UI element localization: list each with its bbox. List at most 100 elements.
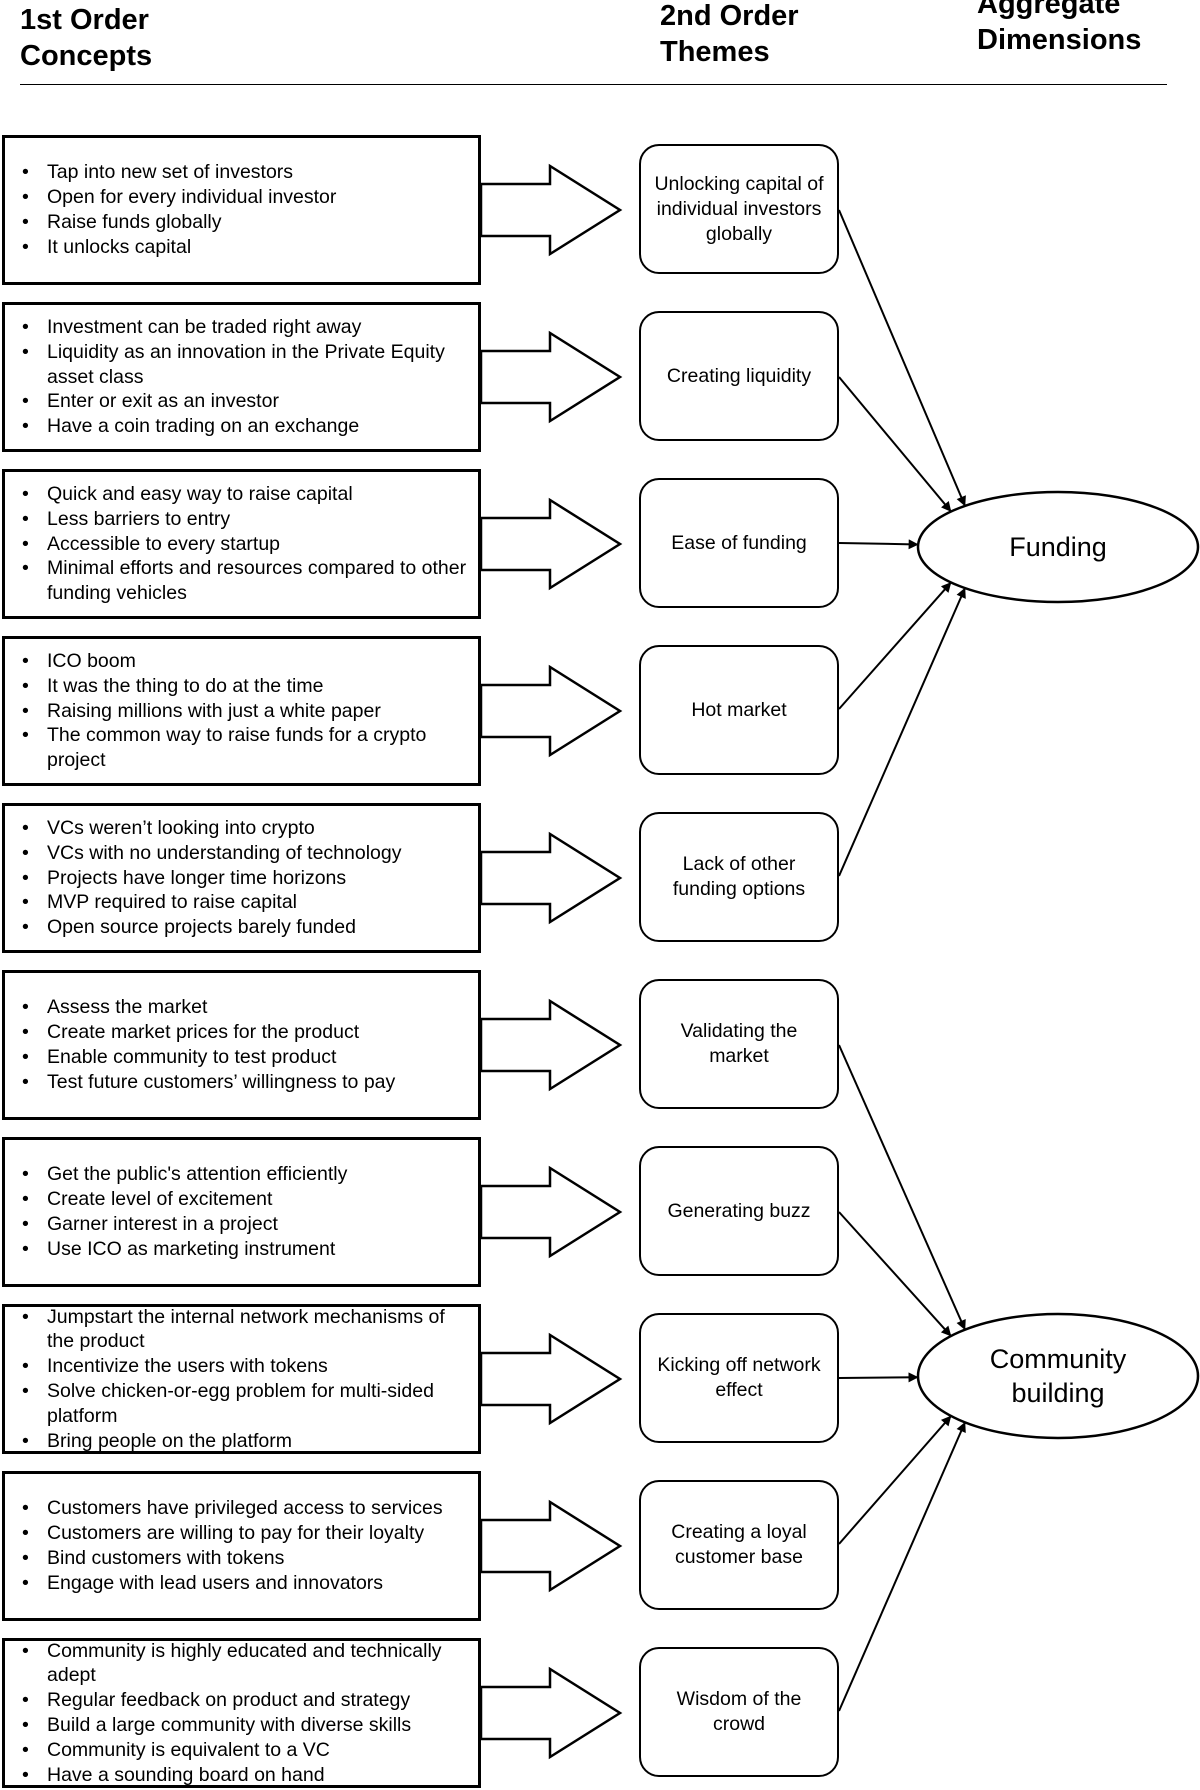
concept-item: Quick and easy way to raise capital [22,482,474,507]
concept-item: Create market prices for the product [22,1020,474,1045]
theme-box-validating-the-market: Validating the market [639,979,839,1109]
theme-box-creating-liquidity: Creating liquidity [639,311,839,441]
concept-item: Assess the market [22,995,474,1020]
concept-box: Community is highly educated and technic… [2,1638,481,1788]
block-arrow [479,831,623,925]
concept-list: ICO boomIt was the thing to do at the ti… [5,649,478,773]
connector-arrow-community [838,1421,966,1712]
concept-list: Jumpstart the internal network mechanism… [5,1305,478,1454]
concept-item: Enter or exit as an investor [22,389,474,414]
block-arrow [479,1499,623,1593]
concept-item: Investment can be traded right away [22,315,474,340]
concept-item: Less barriers to entry [22,507,474,532]
block-arrow [479,163,623,257]
concept-item: VCs weren’t looking into crypto [22,816,474,841]
theme-label: Lack of other funding options [672,853,806,900]
concept-item: Tap into new set of investors [22,160,474,185]
theme-box-generating-buzz: Generating buzz [639,1146,839,1276]
concept-item: Customers have privileged access to serv… [22,1496,474,1521]
concept-item: It was the thing to do at the time [22,674,474,699]
theme-label: Creating liquidity [666,364,812,387]
block-arrow [479,1332,623,1426]
concept-item: Community is equivalent to a VC [22,1738,474,1763]
concept-item: The common way to raise funds for a cryp… [22,723,474,773]
concept-box: ICO boomIt was the thing to do at the ti… [2,636,481,786]
concept-item: It unlocks capital [22,235,474,260]
connector-arrow-funding [838,376,952,513]
block-arrow [479,1666,623,1760]
header-line: 1st Order [20,4,149,36]
theme-label: Kicking off network effect [657,1354,821,1401]
concept-box: Assess the marketCreate market prices fo… [2,970,481,1120]
header-aggregate-dimensions: Aggregate Dimensions [977,0,1141,58]
dimension-label-line: building [1011,1378,1105,1408]
concept-item: Have a coin trading on an exchange [22,414,474,439]
concept-item: Jumpstart the internal network mechanism… [22,1305,474,1355]
concept-list: Quick and easy way to raise capitalLess … [5,482,478,606]
concept-list: Community is highly educated and technic… [5,1639,478,1788]
dimension-ellipse-community-building [916,1312,1200,1440]
concept-item: Raising millions with just a white paper [22,699,474,724]
concept-box: Tap into new set of investorsOpen for ev… [2,135,481,285]
concept-item: VCs with no understanding of technology [22,841,474,866]
block-arrow [479,664,623,758]
header-line: Dimensions [977,24,1142,56]
concept-box: Jumpstart the internal network mechanism… [2,1304,481,1454]
concept-item: Raise funds globally [22,210,474,235]
concept-item: Create level of excitement [22,1187,474,1212]
connector-arrow-funding [838,587,966,877]
connector-arrow-community [838,1211,952,1337]
header-line: Aggregate [977,0,1121,20]
concept-item: Garner interest in a project [22,1212,474,1237]
dimension-ellipse-funding [916,490,1200,604]
concept-item: Engage with lead users and innovators [22,1571,474,1596]
concept-item: Build a large community with diverse ski… [22,1713,474,1738]
concept-item: Enable community to test product [22,1045,474,1070]
concept-list: Get the public's attention efficientlyCr… [5,1162,478,1261]
dimension-label-line: Community [989,1344,1127,1374]
header-line: Themes [660,36,770,68]
concept-item: Projects have longer time horizons [22,866,474,891]
concept-box: Customers have privileged access to serv… [2,1471,481,1621]
block-arrow [479,1165,623,1259]
theme-label: Generating buzz [667,1199,811,1222]
theme-box-lack-of-other-funding-options: Lack of other funding options [639,812,839,942]
connector-arrow-funding [838,581,952,710]
concept-item: Customers are willing to pay for their l… [22,1521,474,1546]
concept-item: MVP required to raise capital [22,890,474,915]
concept-item: Bring people on the platform [22,1429,474,1454]
block-arrow [479,497,623,591]
connector-arrow-funding [838,209,966,507]
concept-item: Minimal efforts and resources compared t… [22,556,474,606]
header-divider [20,84,1167,85]
header-line: 2nd Order [660,0,799,32]
concept-item: Incentivize the users with tokens [22,1354,474,1379]
theme-label: Creating a loyal customer base [671,1521,807,1568]
theme-box-unlocking-capital-of-individual-investors-globally: Unlocking capital of individual investor… [639,144,839,274]
theme-label: Wisdom of the crowd [676,1688,802,1735]
theme-box-wisdom-of-the-crowd: Wisdom of the crowd [639,1647,839,1777]
concept-box: Get the public's attention efficientlyCr… [2,1137,481,1287]
block-arrow [479,330,623,424]
concept-list: Tap into new set of investorsOpen for ev… [5,160,478,259]
concept-item: Use ICO as marketing instrument [22,1237,474,1262]
concept-list: VCs weren’t looking into cryptoVCs with … [5,816,478,940]
header-first-order-concepts: 1st Order Concepts [20,2,152,74]
connector-arrow-community [838,1044,966,1331]
theme-label: Ease of funding [671,531,807,554]
header-line: Concepts [20,40,153,72]
concept-list: Assess the marketCreate market prices fo… [5,995,478,1094]
block-arrow [479,998,623,1092]
concept-list: Investment can be traded right awayLiqui… [5,315,478,439]
concept-list: Customers have privileged access to serv… [5,1496,478,1595]
concept-item: ICO boom [22,649,474,674]
theme-label: Unlocking capital of individual investor… [654,172,824,245]
concept-item: Accessible to every startup [22,532,474,557]
dimension-label-line: Funding [1009,532,1107,562]
theme-box-ease-of-funding: Ease of funding [639,478,839,608]
connector-arrow-community [838,1372,919,1383]
theme-box-kicking-off-network-effect: Kicking off network effect [639,1313,839,1443]
concept-item: Liquidity as an innovation in the Privat… [22,340,474,390]
connector-arrow-funding [838,539,919,550]
